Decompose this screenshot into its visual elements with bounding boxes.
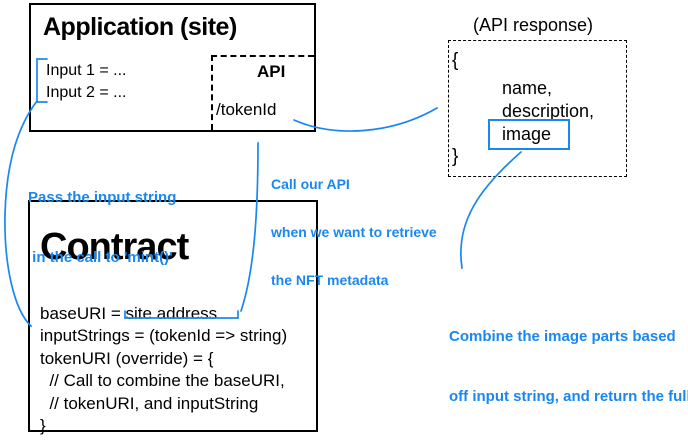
code-line-inputstrings: inputStrings = (tokenId => string) [40,326,288,346]
code-line-comment-2: // tokenURI, and inputString [40,393,259,413]
api-panel-label: API [257,62,286,81]
api-response-heading: (API response) [473,15,594,35]
contract-code-block: baseURI = site address inputStrings = (t… [40,303,287,437]
api-response-box [448,40,627,177]
code-line-comment-1: // Call to combine the baseURI, [40,371,285,391]
note-line: the NFT metadata [271,272,389,288]
note-pass-input-string: Pass the input string in the call to 'mi… [28,148,176,308]
image-highlight-rect [488,119,570,150]
response-close-brace: } [452,146,459,167]
response-field-image: image [502,124,552,144]
note-line: when we want to retrieve [271,224,437,240]
application-box [29,3,316,132]
contract-title: Contract [40,226,189,268]
response-field-name: name, [502,78,553,98]
note-call-our-api: Call our API when we want to retrieve th… [271,144,437,320]
input-1-line: Input 1 = ... [46,62,127,79]
response-open-brace: { [452,50,459,71]
input-2-line: Input 2 = ... [46,84,127,101]
application-title: Application (site) [43,13,237,41]
note-line: Call our API [271,176,350,192]
response-field-description: description, [502,101,595,121]
code-line-tokenuri: tokenURI (override) = { [40,348,214,368]
note-line: Combine the image parts based [449,328,676,345]
code-line-close-brace: } [40,416,46,436]
note-line: in the call to 'mint()' [28,249,173,266]
note-line: Pass the input string [28,189,177,206]
note-combine-image: Combine the image parts based off input … [449,287,688,441]
api-panel-box [211,55,314,130]
note-line: off input string, and return the full [449,388,688,405]
api-endpoint-label: /tokenId [216,100,277,119]
